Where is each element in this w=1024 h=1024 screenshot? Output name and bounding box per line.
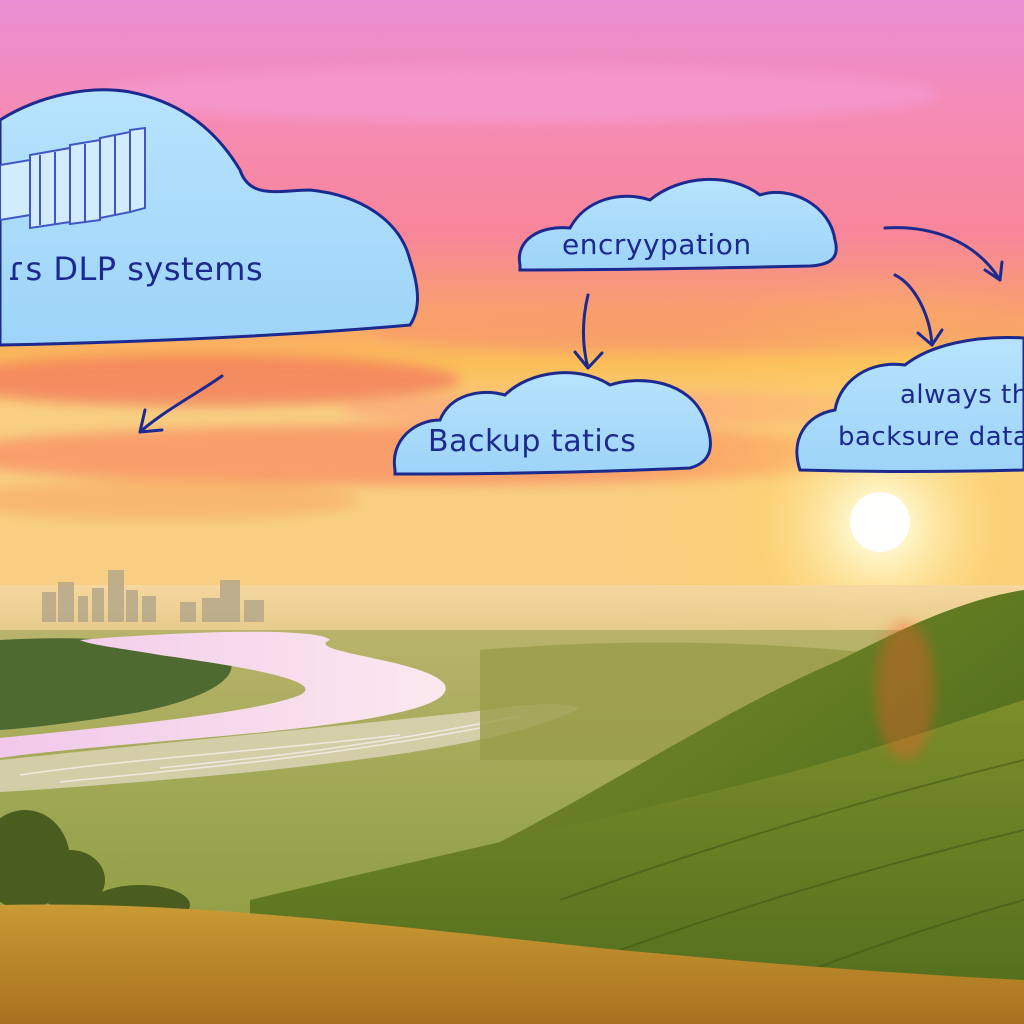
- cloud-label-backup: Backup tatics: [428, 424, 637, 459]
- cloud-label-encryption: encryypation: [562, 228, 752, 261]
- arrow-curve-right-icon: [883, 226, 1004, 282]
- cloud-shape: [392, 371, 712, 476]
- forest-left: [0, 638, 232, 730]
- arrow-down-icon: [573, 293, 604, 370]
- server-icon: [0, 126, 146, 230]
- arrow-curve-down-icon: [893, 273, 944, 347]
- cloud-label-dlp: ɾs DLP systems: [8, 250, 264, 288]
- sun: [850, 492, 910, 552]
- cloud-always-backup: [795, 336, 1024, 473]
- cloud-label-always-line2: backsure data: [838, 422, 1024, 452]
- foreground-grass: [0, 904, 1024, 1024]
- cloud-shape: [795, 336, 1024, 473]
- river: [0, 631, 446, 758]
- cloud-label-always-line1: always tha: [900, 380, 1024, 410]
- cloud-backup: [392, 371, 712, 476]
- cloud-dlp-systems: [0, 88, 419, 347]
- sandbars: [0, 703, 580, 792]
- city-skyline: [42, 570, 264, 622]
- lens-flare: [875, 620, 935, 760]
- channels: [19, 715, 521, 783]
- arrows: [138, 226, 1004, 434]
- cloud-encryption: [517, 178, 838, 272]
- cloud-shape: [517, 178, 838, 272]
- arrow-down-left-icon: [138, 374, 224, 434]
